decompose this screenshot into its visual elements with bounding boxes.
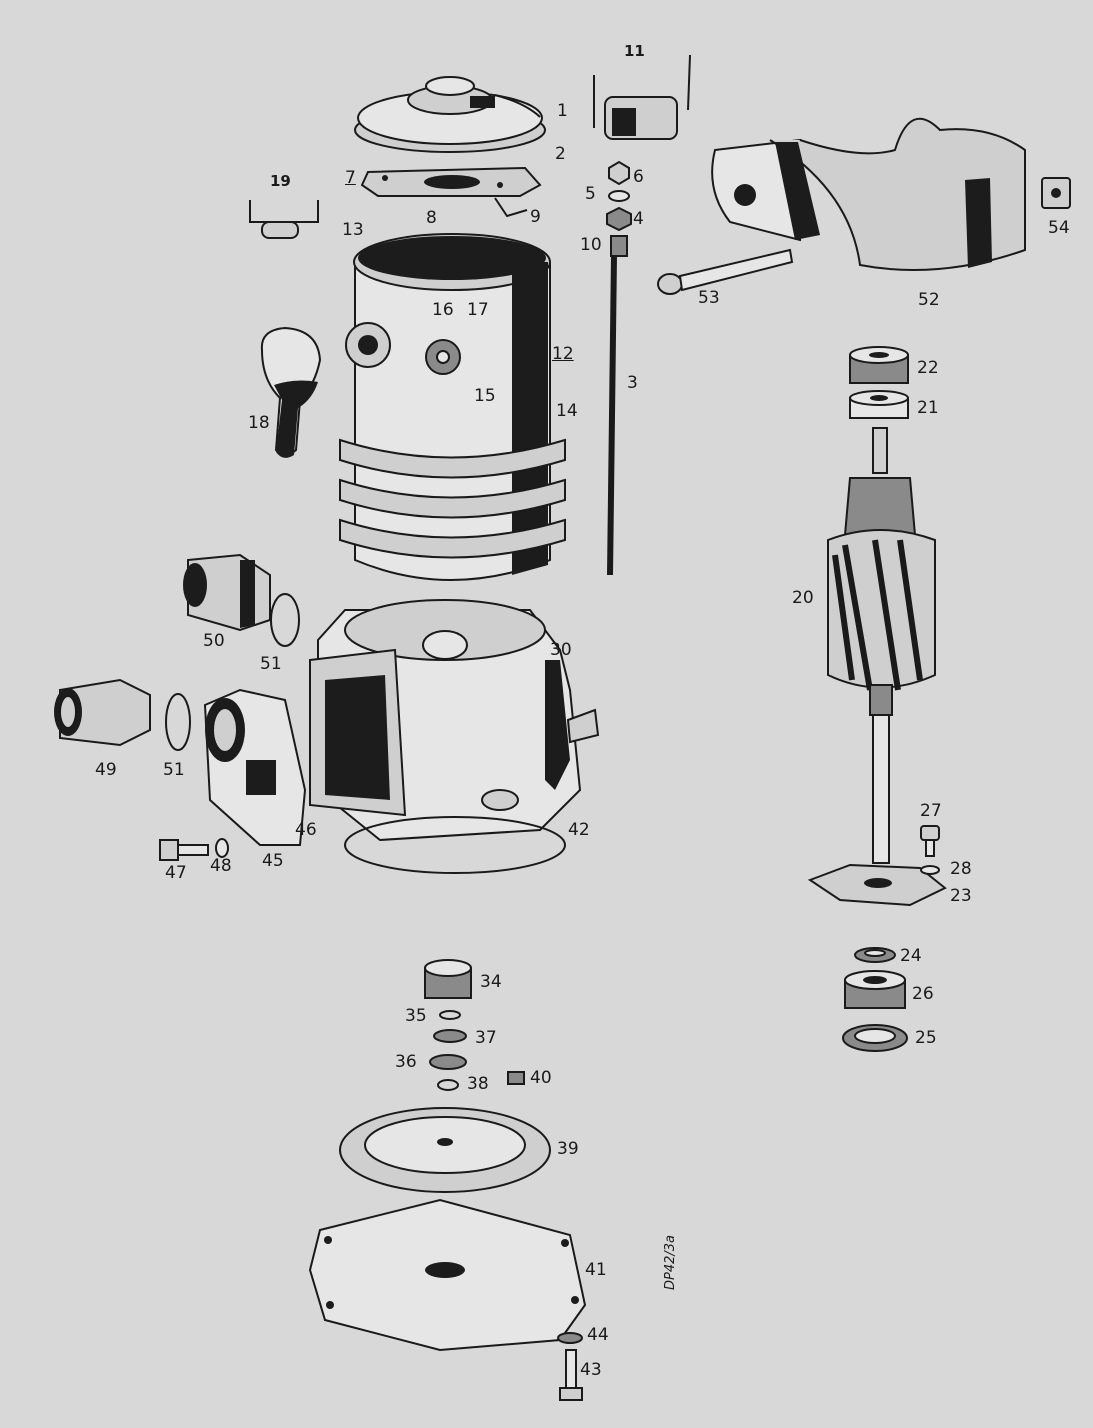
label-18: 18 — [248, 413, 270, 433]
label-44: 44 — [587, 1325, 609, 1345]
label-10: 10 — [580, 235, 602, 255]
washer-part-35 — [439, 1010, 461, 1020]
label-30: 30 — [550, 640, 572, 660]
label-45: 45 — [262, 851, 284, 871]
top-cap-part — [354, 76, 546, 153]
label-43: 43 — [580, 1360, 602, 1380]
label-49: 49 — [95, 760, 117, 780]
label-28: 28 — [950, 859, 972, 879]
key-part-40 — [507, 1071, 525, 1085]
screw-part-43 — [559, 1349, 583, 1401]
label-24: 24 — [900, 946, 922, 966]
label-53: 53 — [698, 288, 720, 308]
clip-part-11 — [593, 54, 691, 140]
label-36: 36 — [395, 1052, 417, 1072]
label-3: 3 — [627, 373, 638, 393]
label-5: 5 — [585, 184, 596, 204]
square-nut-part-54 — [1041, 177, 1071, 209]
fitting-part-49 — [54, 678, 151, 747]
o-ring-part-51-lower — [165, 693, 191, 751]
cover-plate-part-41 — [308, 1198, 587, 1352]
washer-part-48 — [215, 838, 229, 858]
washer-part-37 — [433, 1029, 467, 1043]
label-48: 48 — [210, 856, 232, 876]
bolt-part-53 — [657, 248, 794, 295]
label-47: 47 — [165, 863, 187, 883]
label-15: 15 — [474, 386, 496, 406]
seal-part-25 — [842, 1024, 908, 1052]
label-34: 34 — [480, 972, 502, 992]
bolt-part-47 — [159, 839, 209, 861]
cylinder-housing-part-12 — [339, 233, 566, 581]
label-9: 9 — [530, 207, 541, 227]
label-17: 17 — [467, 300, 489, 320]
label-41: 41 — [585, 1260, 607, 1280]
label-25: 25 — [915, 1028, 937, 1048]
plug-part-34 — [424, 959, 472, 999]
bracket-part-52 — [711, 117, 1026, 271]
contact-plate-part — [360, 166, 542, 218]
label-12: 12 — [552, 344, 574, 364]
washer-part-24 — [854, 947, 896, 963]
drawing-code: DP42/3a — [663, 1234, 678, 1290]
main-housing-part-30 — [309, 599, 600, 842]
label-1: 1 — [557, 101, 568, 121]
label-13: 13 — [342, 220, 364, 240]
screw-part-27 — [920, 825, 940, 857]
label-26: 26 — [912, 984, 934, 1004]
label-27: 27 — [920, 801, 942, 821]
label-7: 7 — [345, 168, 356, 188]
nut-washer-stack — [606, 160, 632, 257]
flange-part-45 — [203, 688, 307, 846]
fan-impeller-part-39 — [339, 1107, 551, 1193]
label-23: 23 — [950, 886, 972, 906]
label-50: 50 — [203, 631, 225, 651]
label-6: 6 — [633, 167, 644, 187]
label-20: 20 — [792, 588, 814, 608]
o-ring-part-51-upper — [270, 593, 300, 647]
gasket-part-42 — [344, 816, 566, 874]
fitting-part-50 — [183, 553, 271, 632]
label-39: 39 — [557, 1139, 579, 1159]
label-46: 46 — [295, 820, 317, 840]
label-51-upper: 51 — [260, 654, 282, 674]
label-40: 40 — [530, 1068, 552, 1088]
label-38: 38 — [467, 1074, 489, 1094]
bearing-part-26 — [844, 970, 906, 1009]
label-51-lower: 51 — [163, 760, 185, 780]
label-19: 19 — [270, 172, 291, 190]
washer-part-21 — [849, 390, 909, 419]
label-52: 52 — [918, 290, 940, 310]
label-54: 54 — [1048, 218, 1070, 238]
label-37: 37 — [475, 1028, 497, 1048]
label-21: 21 — [917, 398, 939, 418]
washer-part-38 — [437, 1079, 459, 1091]
spring-washer-part-36 — [429, 1054, 467, 1070]
spring-clip-part-19 — [249, 200, 319, 239]
label-4: 4 — [633, 209, 644, 229]
washer-part-44 — [557, 1332, 583, 1344]
label-16: 16 — [432, 300, 454, 320]
bulb-part-18 — [260, 326, 322, 458]
bearing-part-22 — [849, 346, 909, 384]
label-2: 2 — [555, 144, 566, 164]
label-14: 14 — [556, 401, 578, 421]
label-22: 22 — [917, 358, 939, 378]
long-rod-part-3 — [607, 254, 617, 576]
label-35: 35 — [405, 1006, 427, 1026]
label-11: 11 — [624, 42, 645, 60]
label-42: 42 — [568, 820, 590, 840]
end-plate-part-23 — [807, 863, 947, 907]
washer-part-28 — [920, 865, 940, 875]
armature-part-20 — [827, 427, 936, 864]
label-8: 8 — [426, 208, 437, 228]
